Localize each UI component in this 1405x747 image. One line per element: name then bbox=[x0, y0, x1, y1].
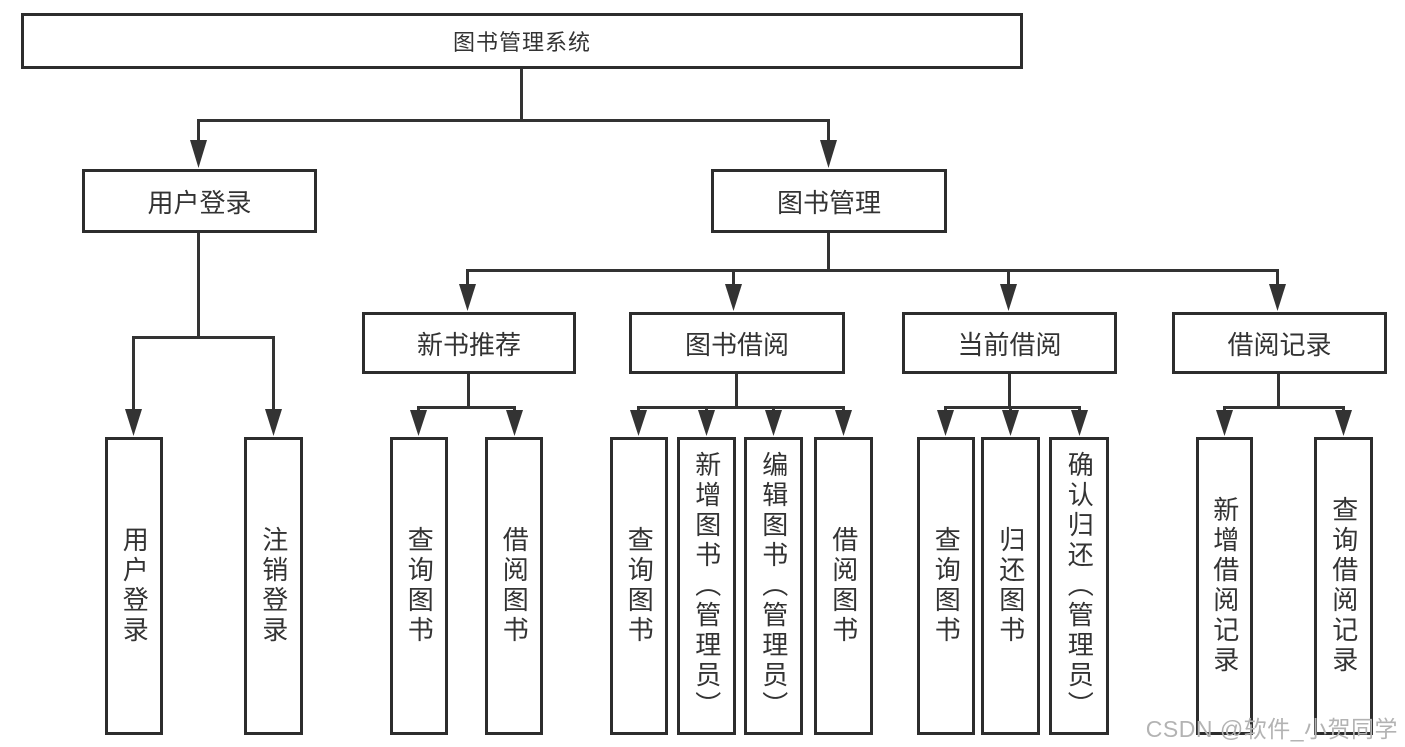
leaf-return-books-label: 归还图书 bbox=[995, 526, 1026, 646]
leaf-logout: 注销登录 bbox=[244, 437, 303, 735]
node-current-borrowing-label: 当前借阅 bbox=[957, 329, 1062, 360]
leaf-borrow-books-borrowing-label: 借阅图书 bbox=[828, 526, 859, 646]
leaf-add-borrow-record-label: 新增借阅记录 bbox=[1209, 496, 1240, 676]
node-current-borrowing: 当前借阅 bbox=[902, 312, 1117, 374]
leaf-query-books-borrowing: 查询图书 bbox=[610, 437, 668, 735]
node-borrowing-records-label: 借阅记录 bbox=[1227, 329, 1332, 360]
leaf-return-books: 归还图书 bbox=[981, 437, 1040, 735]
leaf-edit-book-admin-label: 编辑图书（管理员） bbox=[758, 451, 789, 721]
leaf-user-login-label: 用户登录 bbox=[119, 526, 150, 646]
leaf-add-book-admin-label: 新增图书（管理员） bbox=[691, 451, 722, 721]
leaf-confirm-return-admin-label: 确认归还（管理员） bbox=[1064, 451, 1095, 721]
node-system-root: 图书管理系统 bbox=[21, 13, 1023, 69]
leaf-query-books-current: 查询图书 bbox=[917, 437, 975, 735]
node-book-borrowing: 图书借阅 bbox=[629, 312, 845, 374]
leaf-borrow-books-recommend-label: 借阅图书 bbox=[499, 526, 530, 646]
leaf-borrow-books-borrowing: 借阅图书 bbox=[814, 437, 873, 735]
leaf-confirm-return-admin: 确认归还（管理员） bbox=[1049, 437, 1109, 735]
leaf-logout-label: 注销登录 bbox=[258, 526, 289, 646]
leaf-add-book-admin: 新增图书（管理员） bbox=[677, 437, 736, 735]
node-book-borrowing-label: 图书借阅 bbox=[684, 329, 789, 360]
node-new-book-recommend-label: 新书推荐 bbox=[416, 329, 521, 360]
leaf-query-borrow-record-label: 查询借阅记录 bbox=[1328, 496, 1359, 676]
node-borrowing-records: 借阅记录 bbox=[1172, 312, 1387, 374]
leaf-query-books-recommend-label: 查询图书 bbox=[404, 526, 435, 646]
node-new-book-recommend: 新书推荐 bbox=[362, 312, 576, 374]
node-system-root-label: 图书管理系统 bbox=[452, 30, 591, 55]
node-book-management: 图书管理 bbox=[711, 169, 947, 233]
leaf-query-borrow-record: 查询借阅记录 bbox=[1314, 437, 1373, 735]
node-book-management-label: 图书管理 bbox=[776, 187, 881, 218]
csdn-watermark: CSDN @软件_小贺同学 bbox=[1145, 716, 1398, 742]
node-user-login: 用户登录 bbox=[82, 169, 317, 233]
leaf-query-books-borrowing-label: 查询图书 bbox=[624, 526, 655, 646]
leaf-query-books-recommend: 查询图书 bbox=[390, 437, 448, 735]
node-user-login-label: 用户登录 bbox=[147, 187, 252, 218]
leaf-edit-book-admin: 编辑图书（管理员） bbox=[744, 437, 803, 735]
leaf-query-books-current-label: 查询图书 bbox=[931, 526, 962, 646]
leaf-add-borrow-record: 新增借阅记录 bbox=[1196, 437, 1253, 735]
leaf-user-login: 用户登录 bbox=[105, 437, 163, 735]
leaf-borrow-books-recommend: 借阅图书 bbox=[485, 437, 543, 735]
